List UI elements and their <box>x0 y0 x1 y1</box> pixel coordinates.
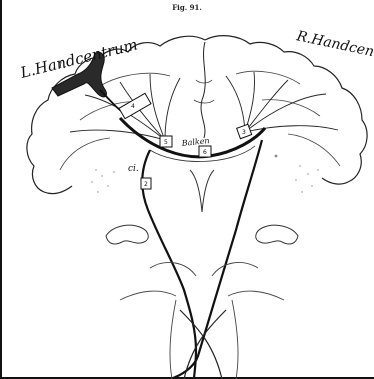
lesion-box-label-4: 4 <box>131 103 135 110</box>
longitudinal-fissure <box>201 42 205 138</box>
right-hand-centre-label: R.Handcentrum <box>294 28 374 67</box>
right-descending-tract <box>170 140 262 379</box>
lesion-box-4 <box>119 93 151 118</box>
left-basal-structure <box>106 225 148 244</box>
lesion-box-label-6: 6 <box>203 149 207 156</box>
right-gyri <box>236 71 340 166</box>
cerebral-peduncles <box>120 291 284 300</box>
left-centre-marker: 1. <box>58 61 66 70</box>
lesion-box-label-2: 2 <box>144 181 148 188</box>
capsule-label: ci. <box>128 164 139 174</box>
lesion-box-label-5: 5 <box>164 139 168 146</box>
third-ventricle <box>190 170 214 212</box>
right-radiation-fibres <box>226 72 338 132</box>
thalamic-outline <box>150 262 258 276</box>
grey-matter-stipple <box>91 155 318 193</box>
lesion-box-label-3: 3 <box>242 129 246 136</box>
pyramidal-decussation <box>180 310 226 379</box>
right-hemisphere-outline <box>205 36 367 184</box>
right-basal-structure <box>256 225 298 244</box>
